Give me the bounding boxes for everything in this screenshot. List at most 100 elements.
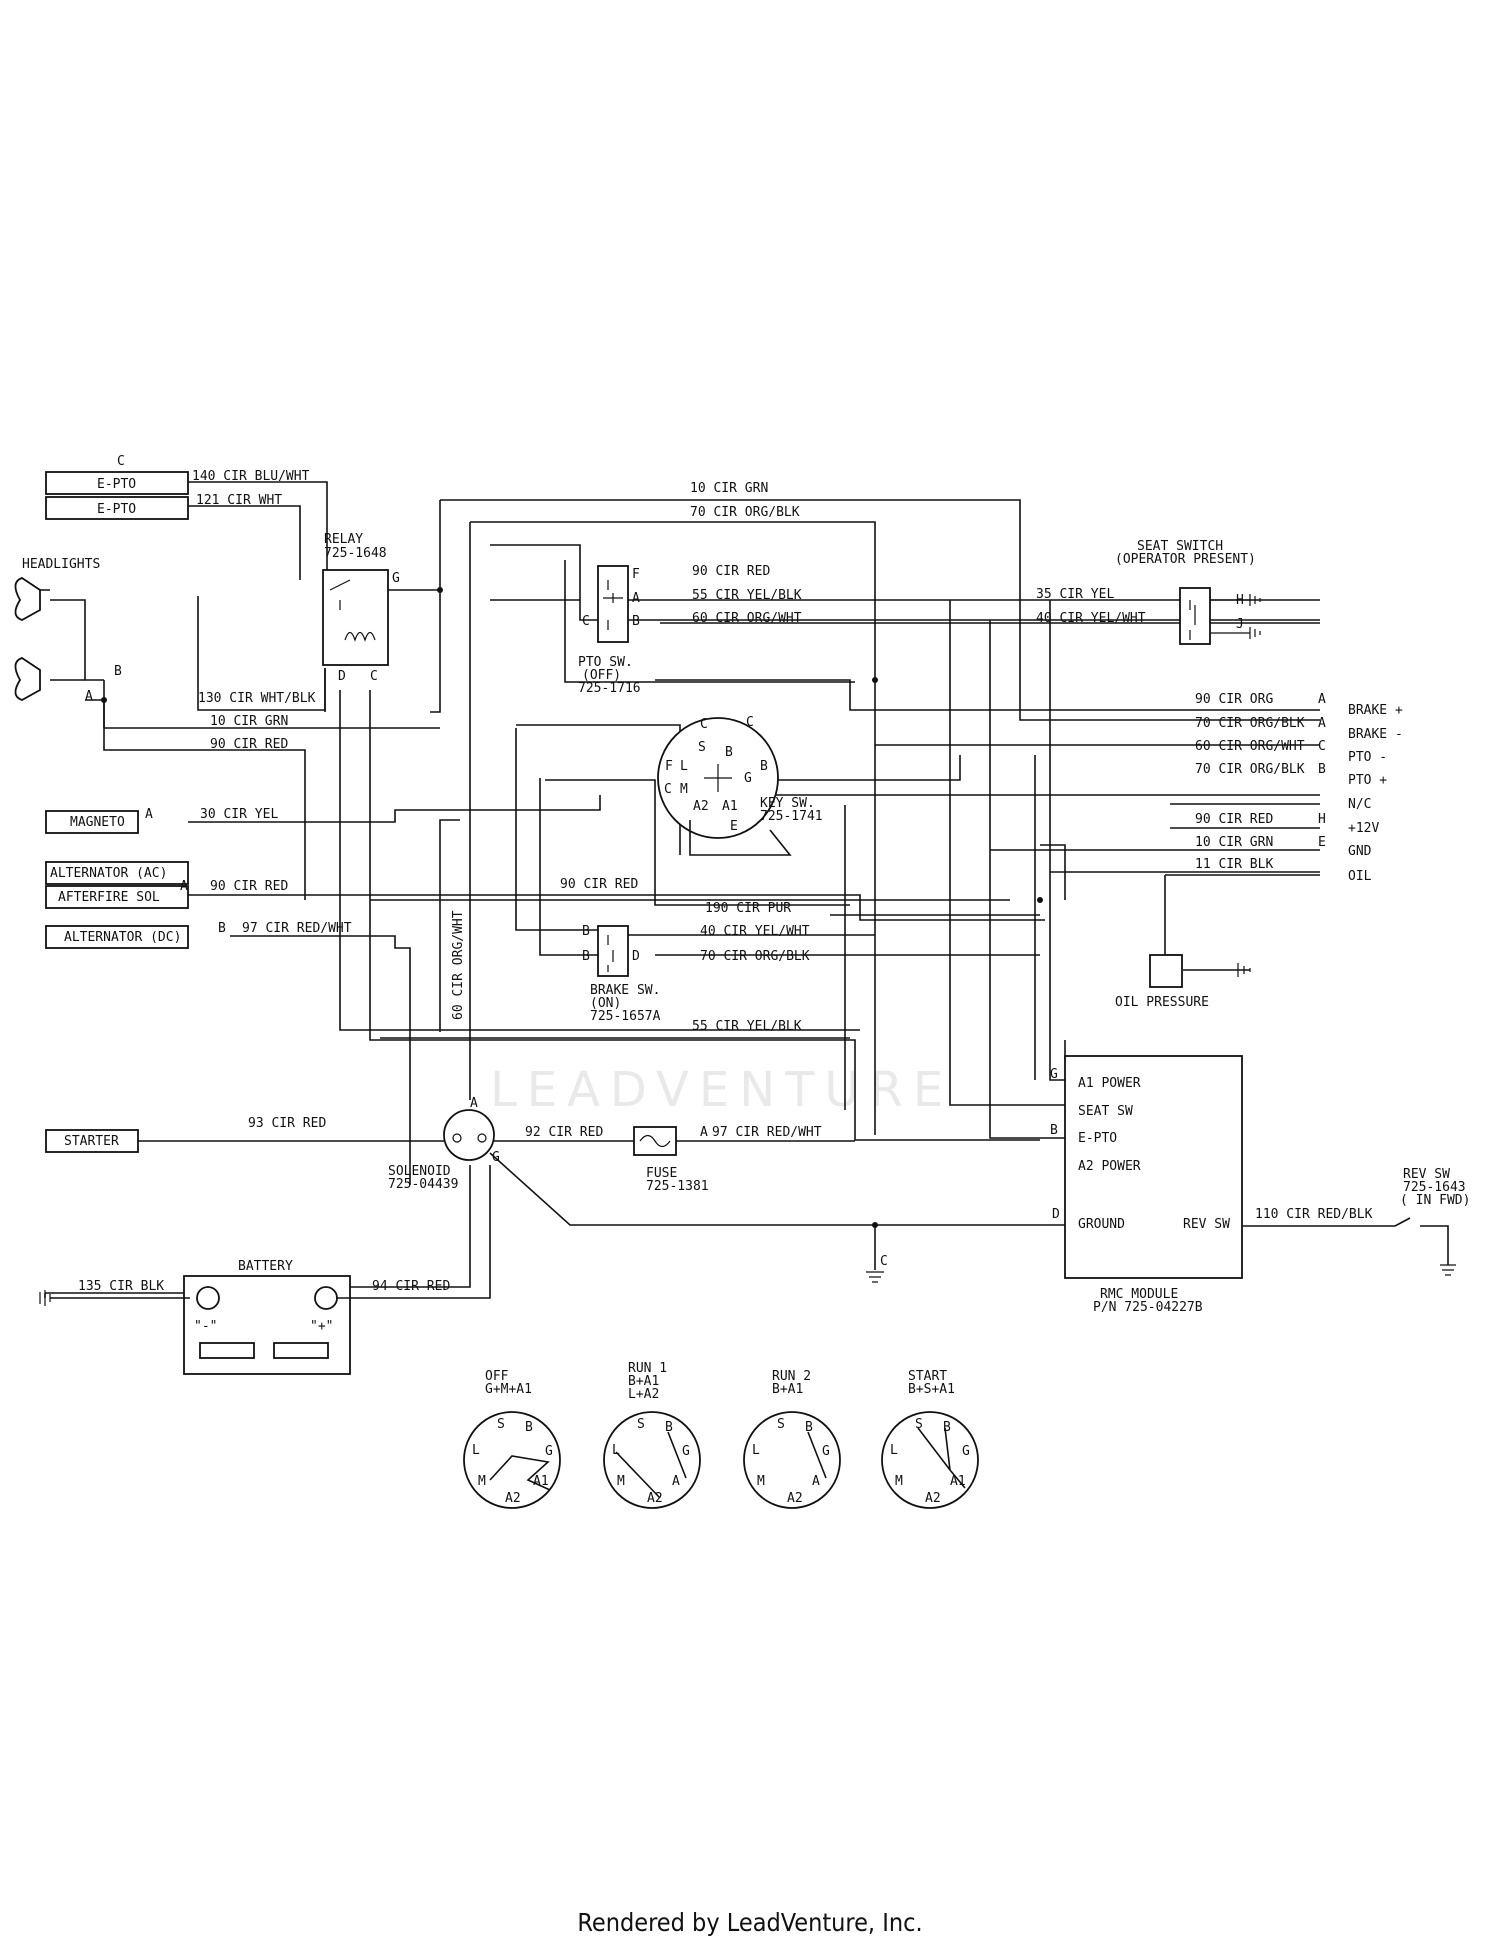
svg-text:G: G [545, 1444, 553, 1459]
key-position-combo: B+S+A1 [908, 1382, 955, 1397]
wire-label-94: 94 CIR RED [372, 1279, 450, 1294]
battery: BATTERY "-" "+" 135 CIR BLK 94 CIR RED [39, 1165, 491, 1375]
svg-text:J: J [1236, 617, 1244, 632]
svg-text:C: C [746, 715, 754, 730]
svg-text:F: F [665, 759, 673, 774]
brake-switch: B B D BRAKE SW. (ON) 725-1657A [582, 924, 661, 1024]
svg-text:B: B [665, 1420, 673, 1435]
key-position-combo: G+M+A1 [485, 1382, 532, 1397]
svg-text:D: D [632, 949, 640, 964]
oil-pressure-label: OIL PRESSURE [1115, 995, 1209, 1010]
svg-text:F: F [632, 567, 640, 582]
brake-switch-part-number: 725-1657A [590, 1009, 661, 1024]
rmc-pin-rev-sw: REV SW [1183, 1217, 1230, 1232]
headlights: HEADLIGHTS B A [14, 557, 122, 704]
harness-label-12v: +12V [1348, 821, 1379, 836]
starter-connector: STARTER 93 CIR RED [45, 1116, 326, 1153]
harness-label-oil: OIL [1348, 869, 1372, 884]
wire-label-r10: 10 CIR GRN [1195, 835, 1273, 850]
oil-pressure-sensor: OIL PRESSURE [1115, 954, 1251, 1010]
wire-label-92: 92 CIR RED [525, 1125, 603, 1140]
wire-label-140: 140 CIR BLU/WHT [192, 469, 310, 484]
svg-text:B: B [1050, 1123, 1058, 1138]
ground-symbol: C [866, 1254, 888, 1283]
rmc-module-part-number: P/N 725-04227B [1093, 1300, 1203, 1315]
svg-text:A: A [632, 591, 640, 606]
relay-label: RELAY [324, 532, 363, 547]
key-position-name: OFF [485, 1369, 509, 1384]
svg-text:S: S [698, 740, 706, 755]
rev-switch-part-number: 725-1643 [1403, 1180, 1466, 1195]
e-pto-label-1: E-PTO [97, 477, 136, 492]
headlight-icon [14, 577, 41, 701]
pto-switch: F A B C PTO SW. (OFF) 725-1716 90 CIR RE… [578, 564, 802, 696]
wire-label-r70a: 70 CIR ORG/BLK [1195, 716, 1305, 731]
pto-switch-label: PTO SW. [578, 655, 633, 670]
svg-text:A: A [470, 1096, 478, 1111]
svg-text:L: L [680, 759, 688, 774]
pto-switch-state: (OFF) [582, 668, 621, 683]
wire-label-90d: 90 CIR RED [560, 877, 638, 892]
svg-text:A: A [812, 1474, 820, 1489]
wire-label-121: 121 CIR WHT [196, 493, 282, 508]
wire-label-55b: 55 CIR YEL/BLK [692, 1019, 802, 1034]
fuse-part-number: 725-1381 [646, 1179, 709, 1194]
brake-switch-state: (ON) [590, 996, 621, 1011]
svg-text:M: M [617, 1474, 625, 1489]
svg-text:G: G [392, 571, 400, 586]
svg-text:L: L [752, 1443, 760, 1458]
rmc-pin-e-pto: E-PTO [1078, 1131, 1117, 1146]
solenoid-label: SOLENOID [388, 1164, 451, 1179]
svg-text:A2: A2 [647, 1491, 663, 1506]
seat-switch-sublabel: (OPERATOR PRESENT) [1115, 552, 1256, 567]
svg-text:B: B [582, 924, 590, 939]
wire-label-70b: 70 CIR ORG/BLK [700, 949, 810, 964]
alternator-connector: ALTERNATOR (AC) AFTERFIRE SOL A 90 CIR R… [45, 861, 288, 909]
key-position-combo: L+A2 [628, 1387, 659, 1402]
wire-label-60-vertical: 60 CIR ORG/WHT [451, 910, 466, 1020]
wire-label-70a: 70 CIR ORG/BLK [690, 505, 800, 520]
key-position-combo: B+A1 [772, 1382, 803, 1397]
svg-text:A2: A2 [693, 799, 709, 814]
harness-label-brake-minus: BRAKE - [1348, 727, 1403, 742]
svg-text:M: M [757, 1474, 765, 1489]
harness-pin: A [1318, 716, 1326, 731]
svg-text:C: C [370, 669, 378, 684]
svg-text:G: G [744, 771, 752, 786]
svg-text:B: B [525, 1420, 533, 1435]
relay: RELAY 725-1648 G D C 130 CIR WHT/BLK 10 … [198, 532, 400, 752]
connector-c-label: C [117, 454, 125, 469]
rmc-pin-a2-power: A2 POWER [1078, 1159, 1141, 1174]
svg-text:L: L [612, 1443, 620, 1458]
svg-text:G: G [492, 1150, 500, 1165]
svg-text:A2: A2 [505, 1491, 521, 1506]
harness-pin: E [1318, 835, 1326, 850]
fuse: A 97 CIR RED/WHT FUSE 725-1381 [633, 1125, 822, 1194]
harness-label-pto-minus: PTO - [1348, 750, 1387, 765]
svg-text:B: B [582, 949, 590, 964]
e-pto-label-2: E-PTO [97, 502, 136, 517]
relay-part-number: 725-1648 [324, 546, 387, 561]
rmc-pin-ground: GROUND [1078, 1217, 1125, 1232]
key-position-name: RUN 1 [628, 1361, 667, 1376]
wire-label-35: 35 CIR YEL [1036, 587, 1114, 602]
svg-text:A: A [700, 1125, 708, 1140]
solenoid: A G SOLENOID 725-04439 92 CIR RED [388, 1096, 603, 1192]
battery-label: BATTERY [238, 1259, 293, 1274]
rmc-pin-a1-power: A1 POWER [1078, 1076, 1141, 1091]
svg-text:G: G [682, 1444, 690, 1459]
wire-label-90b: 90 CIR RED [210, 737, 288, 752]
svg-text:A: A [180, 879, 188, 894]
e-pto-connector: C E-PTO E-PTO 140 CIR BLU/WHT 121 CIR WH… [45, 454, 310, 520]
solenoid-part-number: 725-04439 [388, 1177, 458, 1192]
svg-text:C: C [582, 614, 590, 629]
harness-pin: C [1318, 739, 1326, 754]
wire-label-30: 30 CIR YEL [200, 807, 278, 822]
seat-switch: SEAT SWITCH (OPERATOR PRESENT) H J 35 CI… [1036, 539, 1261, 645]
svg-text:B: B [632, 614, 640, 629]
wire-label-r70b: 70 CIR ORG/BLK [1195, 762, 1305, 777]
harness-label-pto-plus: PTO + [1348, 773, 1387, 788]
